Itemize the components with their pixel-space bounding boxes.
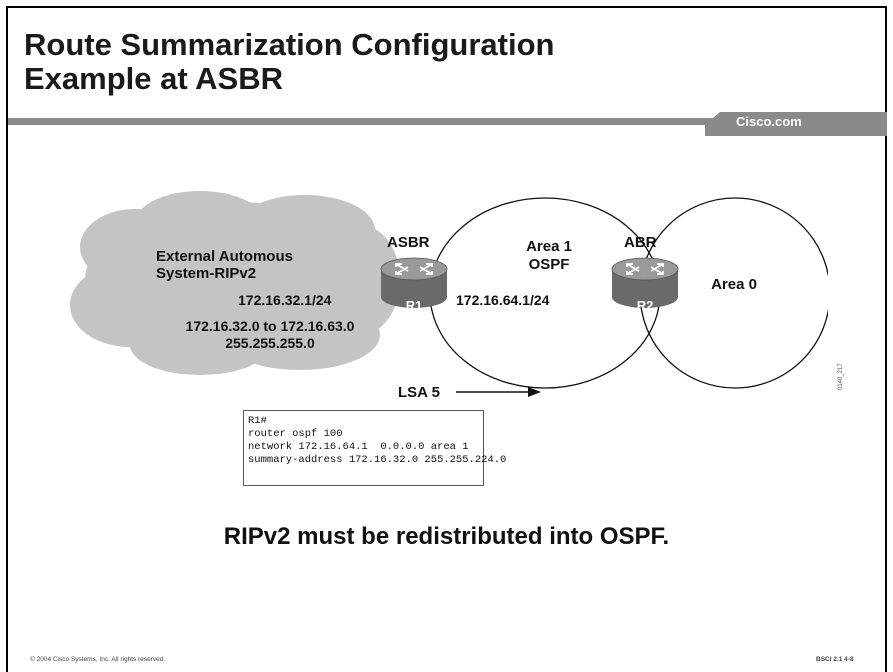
r2-label: R2 [637, 298, 654, 313]
copyright-footer: © 2004 Cisco Systems, Inc. All rights re… [30, 656, 166, 663]
r1-label: R1 [406, 298, 423, 313]
cloud-title-1: External Automous [156, 248, 293, 265]
area0-label: Area 0 [711, 276, 757, 293]
code-line: summary-address 172.16.32.0 255.255.224.… [248, 454, 507, 466]
slide-caption: RIPv2 must be redistributed into OSPF. [223, 523, 670, 550]
slide-frame [6, 6, 887, 672]
lsa-arrow [456, 387, 541, 397]
area1-ip: 172.16.64.1/24 [456, 292, 550, 308]
course-footer: BSCI 2.1 4-8 [816, 656, 854, 663]
area1-ospf-label: OSPF [529, 256, 570, 273]
figure-id: 0140_217 [838, 363, 844, 390]
asbr-label: ASBR [387, 234, 430, 251]
title-line-2: Example at ASBR [24, 61, 283, 96]
r1-config-box: R1# router ospf 100 network 172.16.64.1 … [243, 410, 507, 486]
brand-label: Cisco.com [736, 114, 802, 129]
cloud-range: 172.16.32.0 to 172.16.63.0 [186, 318, 355, 334]
cloud-title-2: System-RIPv2 [156, 265, 256, 282]
abr-label: ABR [624, 234, 657, 251]
code-line: router ospf 100 [248, 428, 343, 440]
network-diagram: External Automous System-RIPv2 172.16.32… [70, 185, 838, 415]
title-line-1: Route Summarization Configuration [24, 27, 555, 62]
title-rule-bar [8, 112, 887, 136]
external-as-cloud [70, 191, 400, 375]
area1-label: Area 1 [526, 238, 572, 255]
cloud-mask: 255.255.255.0 [225, 335, 315, 351]
router-r2-icon [611, 257, 679, 308]
router-r1-icon [380, 257, 448, 308]
slide-title: Route Summarization Configuration Exampl… [24, 28, 784, 96]
cloud-ip: 172.16.32.1/24 [238, 292, 332, 308]
code-line: R1# [248, 415, 267, 427]
code-line: network 172.16.64.1 0.0.0.0 area 1 [248, 441, 469, 453]
lsa-label: LSA 5 [398, 384, 440, 401]
